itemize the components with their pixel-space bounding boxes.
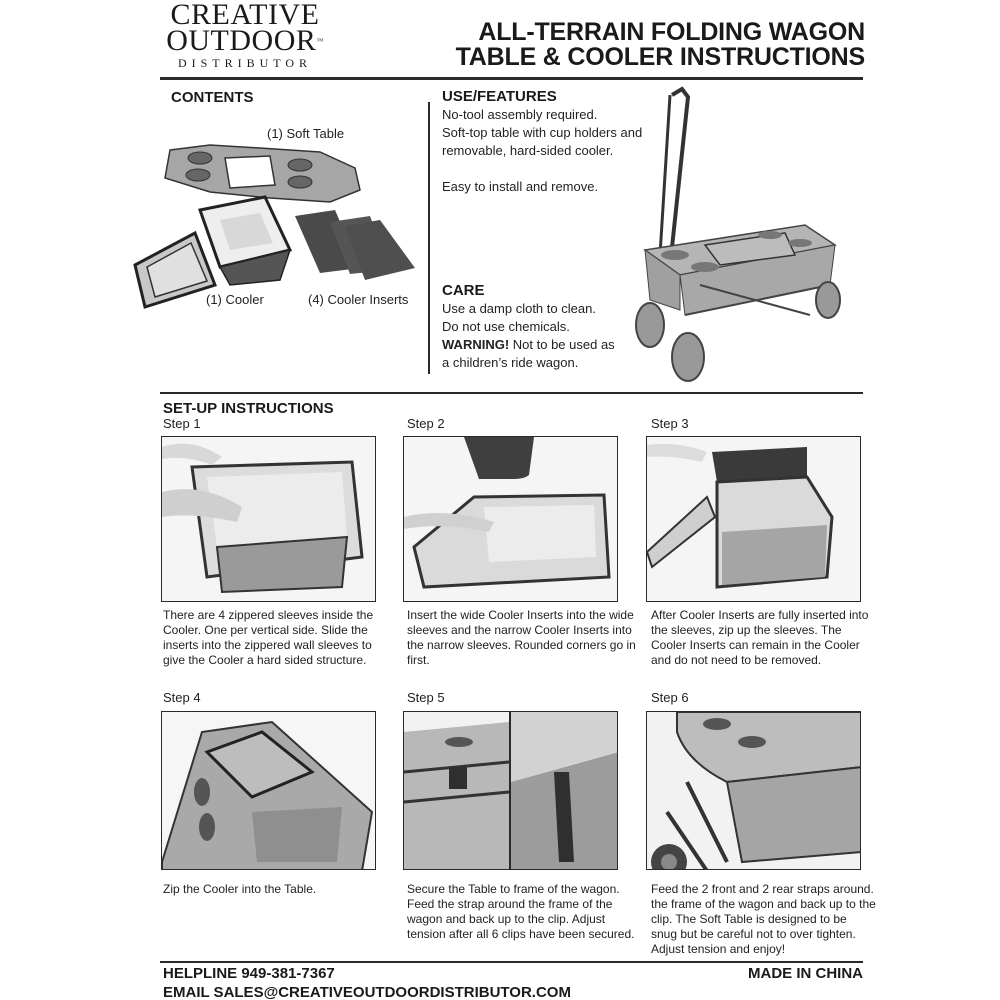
feature-line: removable, hard-sided cooler. bbox=[442, 143, 614, 158]
zip-cooler-photo-icon bbox=[162, 712, 375, 869]
header-divider bbox=[160, 77, 863, 80]
step-6-text: Feed the 2 front and 2 rear straps aroun… bbox=[651, 882, 876, 956]
column-divider bbox=[428, 102, 430, 374]
brand-logo: CREATIVE OUTDOOR™ DISTRIBUTOR bbox=[160, 0, 330, 71]
footer-divider bbox=[160, 961, 863, 963]
made-in-label: MADE IN CHINA bbox=[748, 965, 863, 982]
warning-label: WARNING! bbox=[442, 337, 510, 352]
use-features-list: No-tool assembly required. Soft-top tabl… bbox=[442, 106, 682, 196]
email-address: EMAIL SALES@CREATIVEOUTDOORDISTRIBUTOR.C… bbox=[163, 984, 571, 1000]
warning-line: WARNING! Not to be used as bbox=[442, 337, 615, 352]
contents-caption-soft-table: (1) Soft Table bbox=[267, 126, 345, 141]
contents-caption-cooler-inserts: (4) Cooler Inserts bbox=[308, 292, 409, 307]
insert-sleeve-photo-icon bbox=[404, 437, 617, 601]
step-6-label: Step 6 bbox=[651, 690, 689, 705]
setup-heading: SET-UP INSTRUCTIONS bbox=[163, 400, 334, 417]
feature-line: Easy to install and remove. bbox=[442, 179, 599, 194]
title-line-2: TABLE & COOLER INSTRUCTIONS bbox=[455, 43, 866, 71]
use-features-heading: USE/FEATURES bbox=[442, 88, 557, 105]
step-5-label: Step 5 bbox=[407, 690, 445, 705]
front-rear-straps-photo-icon bbox=[647, 712, 860, 869]
step-1-text: There are 4 zippered sleeves inside the … bbox=[163, 608, 374, 667]
section-divider bbox=[160, 392, 863, 394]
care-heading: CARE bbox=[442, 282, 485, 299]
step-4-text: Zip the Cooler into the Table. bbox=[163, 882, 317, 896]
cooler-open-photo-icon bbox=[162, 437, 375, 601]
feature-line: No-tool assembly required. bbox=[442, 107, 598, 122]
logo-line-distributor: DISTRIBUTOR bbox=[177, 56, 313, 70]
cooler-photo-icon bbox=[133, 195, 293, 309]
insert-placing-photo-icon bbox=[647, 437, 860, 601]
step-2-label: Step 2 bbox=[407, 416, 445, 431]
page-title: ALL-TERRAIN FOLDING WAGON TABLE & COOLER… bbox=[400, 18, 866, 71]
step-5-photo bbox=[403, 711, 618, 870]
warning-line-2: a children’s ride wagon. bbox=[442, 355, 579, 370]
step-5-text: Secure the Table to frame of the wagon. … bbox=[407, 882, 635, 941]
step-6-photo bbox=[646, 711, 861, 870]
feature-line: Soft-top table with cup holders and bbox=[442, 125, 643, 140]
step-3-photo bbox=[646, 436, 861, 602]
step-2-photo bbox=[403, 436, 618, 602]
contents-caption-cooler: (1) Cooler bbox=[206, 292, 264, 307]
step-1-photo bbox=[161, 436, 376, 602]
soft-table-photo-icon bbox=[164, 144, 361, 203]
step-2-text: Insert the wide Cooler Inserts into the … bbox=[407, 608, 636, 667]
logo-line-creative: CREATIVE bbox=[170, 0, 320, 31]
logo-line-outdoor: OUTDOOR™ bbox=[166, 24, 324, 57]
care-list: Use a damp cloth to clean. Do not use ch… bbox=[442, 300, 642, 372]
cooler-inserts-photo-icon bbox=[295, 210, 415, 280]
care-line: Use a damp cloth to clean. bbox=[442, 301, 596, 316]
trademark-symbol: ™ bbox=[316, 37, 324, 45]
contents-heading: CONTENTS bbox=[171, 89, 254, 106]
title-line-1: ALL-TERRAIN FOLDING WAGON bbox=[478, 18, 865, 46]
strap-clip-photo-icon bbox=[404, 712, 617, 869]
wagon-photo-icon bbox=[635, 86, 841, 382]
step-3-text: After Cooler Inserts are fully inserted … bbox=[651, 608, 869, 667]
care-line: Do not use chemicals. bbox=[442, 319, 570, 334]
helpline: HELPLINE 949-381-7367 bbox=[163, 965, 335, 982]
step-4-photo bbox=[161, 711, 376, 870]
step-4-label: Step 4 bbox=[163, 690, 201, 705]
step-1-label: Step 1 bbox=[163, 416, 201, 431]
step-3-label: Step 3 bbox=[651, 416, 689, 431]
